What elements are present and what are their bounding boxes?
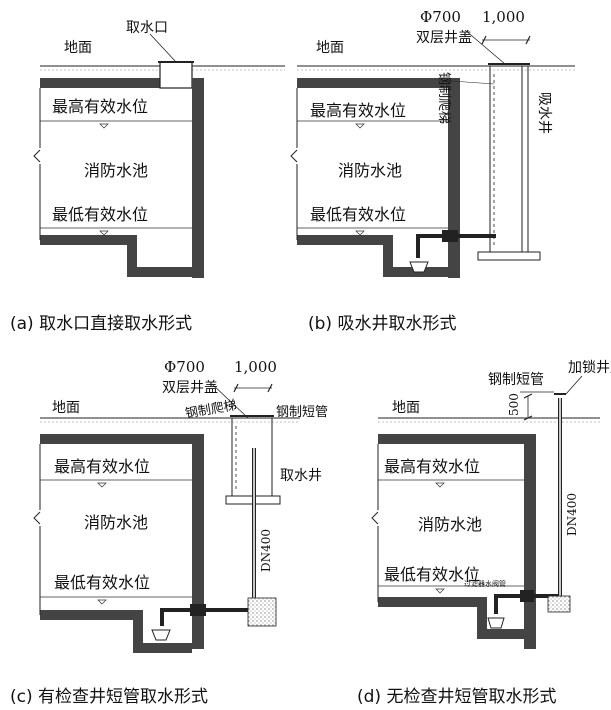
well-label: 取水井 bbox=[280, 468, 322, 484]
pipe-label: 钢制短管 bbox=[276, 405, 328, 420]
tank-roof bbox=[378, 434, 530, 444]
thrust-block bbox=[247, 597, 277, 627]
tank-label: 消防水池 bbox=[84, 161, 148, 180]
tank-floor bbox=[40, 235, 192, 277]
caption-a: (a) 取水口直接取水形式 bbox=[10, 314, 192, 334]
dn-label: DN400 bbox=[259, 529, 273, 572]
tank-label: 消防水池 bbox=[418, 515, 482, 534]
tank-wall-right bbox=[192, 434, 204, 649]
intake-riser bbox=[159, 61, 193, 89]
suction-pipe bbox=[160, 448, 256, 626]
small-note-label: 过滤器水阀管 bbox=[464, 579, 506, 588]
manhole-dia-label: Φ700 bbox=[420, 8, 461, 26]
ladder-label: 钢制爬梯 bbox=[436, 72, 451, 124]
manhole-dia-label: Φ700 bbox=[164, 358, 205, 376]
max-level-label: 最高有效水位 bbox=[310, 101, 406, 120]
caption-c: (c) 有检查井短管取水形式 bbox=[10, 687, 208, 707]
dimension-label: 1,000 bbox=[482, 8, 525, 26]
ground-label: 地面 bbox=[52, 400, 80, 416]
ground-label: 地面 bbox=[64, 40, 92, 56]
tank-roof bbox=[40, 434, 196, 444]
lock-cover-label: 加锁井盖 bbox=[568, 360, 611, 376]
panel-d: 地面 钢制短管 加锁井盖 500 DN400 过滤器水阀管 最高有效水位 消防水… bbox=[357, 360, 611, 707]
thrust-block bbox=[547, 595, 571, 613]
tank-roof bbox=[40, 78, 190, 88]
suction-pipe bbox=[416, 234, 496, 258]
panel-a: 地面 取水口 最高有效水位 消防水池 最低有效水位 (a) 取水口直接取水形式 bbox=[10, 20, 285, 334]
well-label: 吸水井 bbox=[536, 92, 552, 134]
intake-label: 取水口 bbox=[126, 20, 168, 36]
dn-label: DN400 bbox=[565, 493, 579, 536]
manhole-cover-label: 双层井盖 bbox=[416, 30, 472, 46]
ground-label: 地面 bbox=[392, 400, 420, 416]
min-level-label: 最低有效水位 bbox=[384, 565, 480, 584]
max-level-label: 最高有效水位 bbox=[54, 457, 150, 476]
tank-floor bbox=[378, 597, 524, 639]
ground-label: 地面 bbox=[316, 40, 344, 56]
min-level-label: 最低有效水位 bbox=[54, 573, 150, 592]
caption-d: (d) 无检查井短管取水形式 bbox=[357, 687, 556, 707]
caption-b: (b) 吸水井取水形式 bbox=[308, 314, 456, 334]
panel-c: 地面 Φ700 双层井盖 1,000 钢制爬梯 钢制短管 取水井 DN400 最… bbox=[10, 358, 328, 707]
pipe-label: 钢制短管 bbox=[488, 372, 544, 388]
tank-floor bbox=[40, 610, 192, 653]
tank-wall-right bbox=[192, 78, 204, 278]
dimension-label: 500 bbox=[507, 393, 521, 416]
tank-wall-right bbox=[524, 434, 536, 649]
dimension-label: 1,000 bbox=[234, 358, 277, 376]
panel-b: 地面 Φ700 双层井盖 1,000 钢制爬梯 吸水井 最高有效水位 消防水池 … bbox=[290, 8, 575, 334]
tank-roof bbox=[297, 78, 453, 88]
max-level-label: 最高有效水位 bbox=[384, 457, 480, 476]
tank-label: 消防水池 bbox=[84, 513, 148, 532]
manhole-cover-label: 双层井盖 bbox=[162, 380, 218, 396]
max-level-label: 最高有效水位 bbox=[52, 97, 148, 116]
tank-wall-right bbox=[448, 78, 460, 278]
min-level-label: 最低有效水位 bbox=[52, 205, 148, 224]
tank-label: 消防水池 bbox=[338, 161, 402, 180]
min-level-label: 最低有效水位 bbox=[310, 205, 406, 224]
